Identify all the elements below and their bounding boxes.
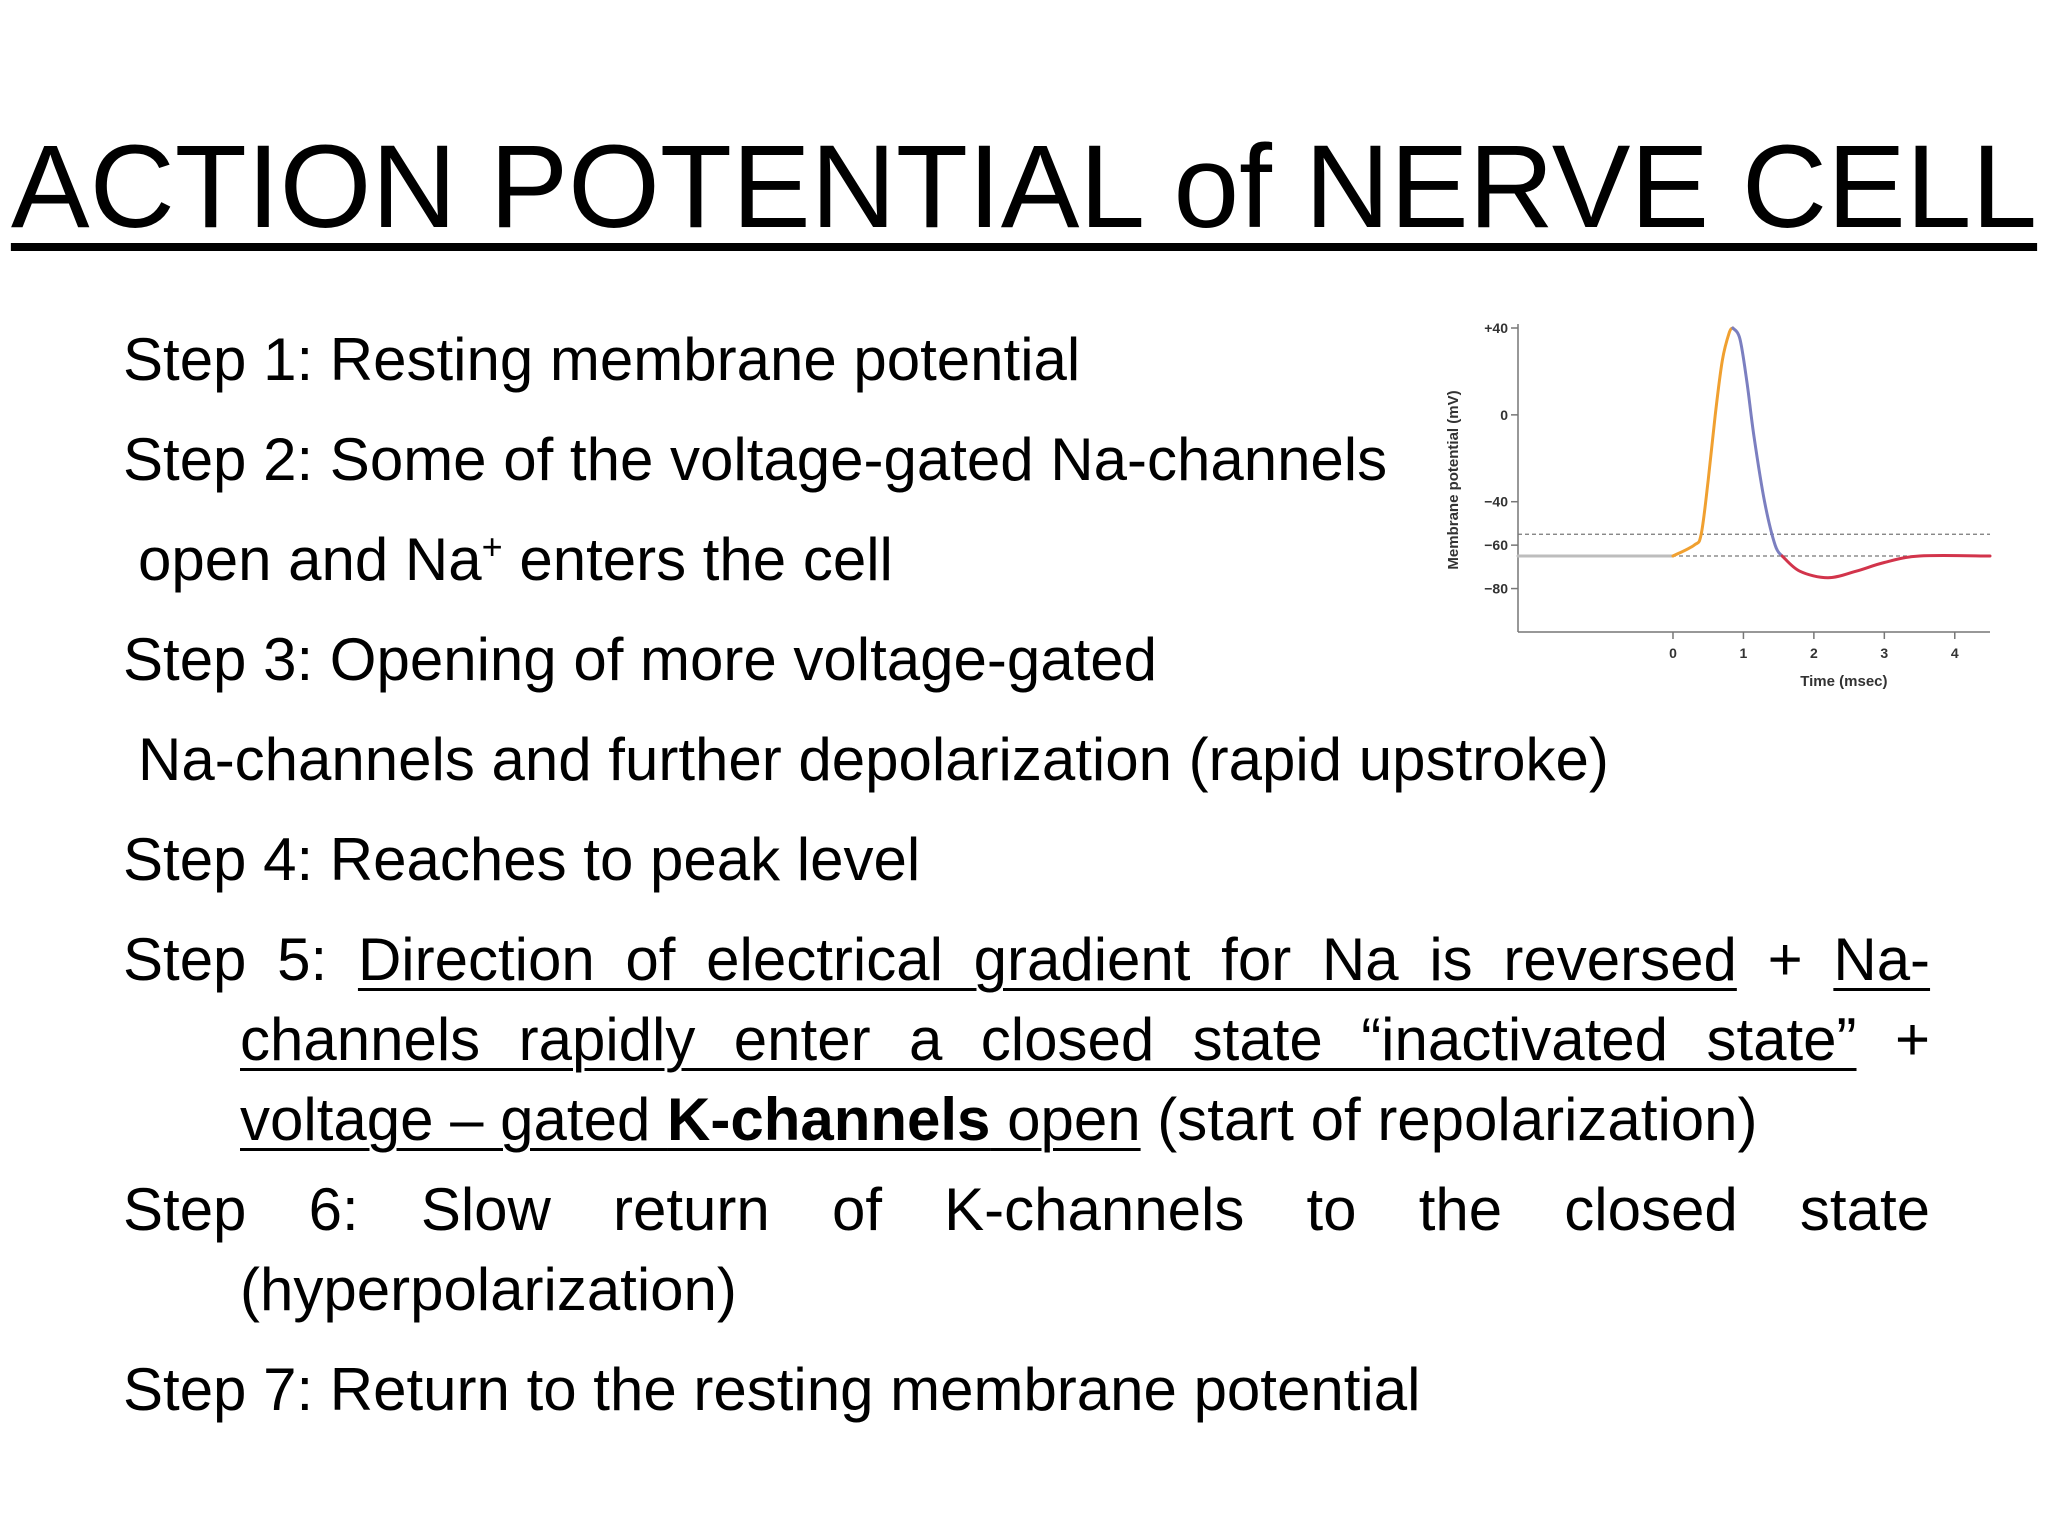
step-2-text-b: enters the cell [502, 526, 893, 593]
step-4: Step 4: Reaches to peak level [123, 826, 921, 893]
x-tick-label: 4 [1951, 645, 1959, 661]
step-3-line-2: Na-channels and further depolarization (… [138, 726, 1609, 793]
x-tick-label: 0 [1669, 645, 1677, 661]
x-tick-label: 2 [1810, 645, 1818, 661]
step-5-line-3: voltage – gated K-channels open (start o… [240, 1090, 1758, 1150]
x-axis-label: Time (msec) [1800, 673, 1887, 690]
k-channels-bold: K-channels [667, 1086, 991, 1153]
na-superscript: + [481, 526, 503, 567]
step-6-line-2: (hyperpolarization) [240, 1256, 737, 1323]
step-5-tail: (start of repolarization) [1140, 1086, 1758, 1153]
step-5-plus-2: + [1894, 1006, 1930, 1073]
step-5-underline-2a: Na- [1833, 926, 1931, 993]
chart-axes [1511, 324, 1990, 639]
chart-series [1516, 326, 1992, 580]
step-5-label: Step 5: [123, 926, 328, 993]
x-tick-label: 3 [1880, 645, 1888, 661]
step-2-line-1: Step 2: Some of the voltage-gated Na-cha… [123, 426, 1388, 493]
y-tick-label: −60 [1484, 537, 1508, 553]
series-repolarization [1731, 326, 1784, 558]
y-tick-label: 0 [1500, 407, 1508, 423]
x-tick-label: 1 [1740, 645, 1748, 661]
step-5-plus-1: + [1767, 926, 1803, 993]
series-depolarization [1671, 326, 1735, 558]
step-5-underline-2b: channels rapidly enter a closed state “i… [240, 1006, 1857, 1073]
y-axis-label: Membrane potential (mV) [1445, 390, 1462, 569]
threshold-reference-lines [1518, 533, 1990, 557]
step-2-text-a: open and Na [138, 526, 482, 593]
step-6-line-1: Step 6: Slow return of K-channels to the… [123, 1176, 1930, 1243]
y-tick-label: −80 [1484, 581, 1508, 597]
series-hyperpolarization [1780, 554, 1992, 580]
y-tick-label: −40 [1484, 494, 1508, 510]
step-5-text-voltage: voltage – gated [240, 1086, 668, 1153]
step-5-underline-1: Direction of electrical gradient for Na … [357, 926, 1737, 993]
step-5-line-2: channels rapidly enter a closed state “i… [240, 1010, 1930, 1070]
step-5-underline-3: voltage – gated K-channels open [240, 1086, 1141, 1153]
step-2-line-2: open and Na+ enters the cell [138, 529, 893, 590]
step-7: Step 7: Return to the resting membrane p… [123, 1356, 1421, 1423]
step-3-line-1: Step 3: Opening of more voltage-gated [123, 626, 1158, 693]
slide-title: ACTION POTENTIAL of NERVE CELL [0, 128, 2048, 246]
slide-title-text: ACTION POTENTIAL of NERVE CELL [10, 121, 2038, 253]
step-5-text-open: open [990, 1086, 1141, 1153]
y-tick-label: +40 [1484, 320, 1508, 336]
step-1: Step 1: Resting membrane potential [123, 326, 1081, 393]
step-5-line-1: Step 5: Direction of electrical gradient… [123, 930, 1930, 990]
